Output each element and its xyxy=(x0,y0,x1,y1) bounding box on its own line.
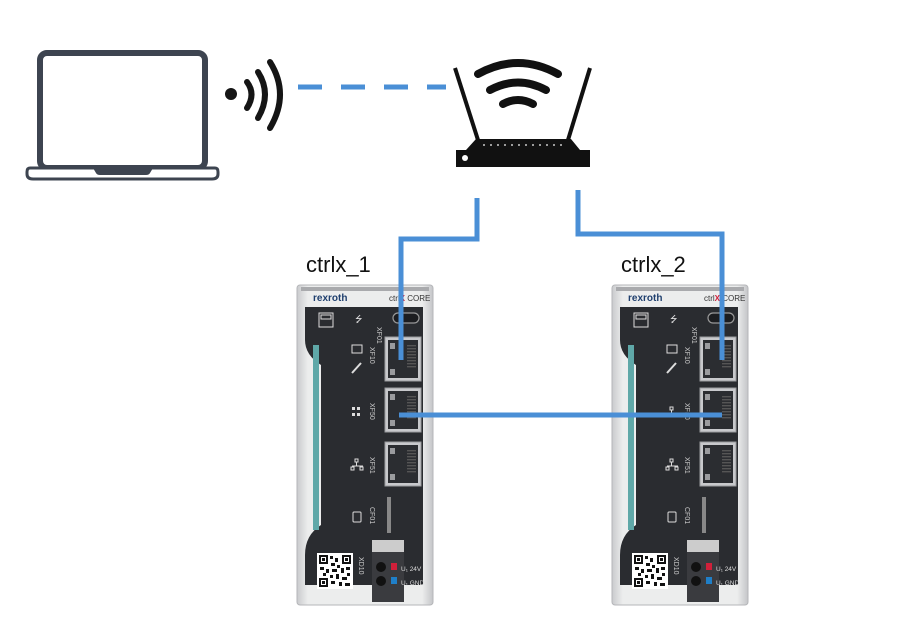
usb-icon: ⭍ xyxy=(355,314,363,324)
port-label-xf10: XF10 xyxy=(368,347,375,364)
brand-logo: rexroth xyxy=(628,293,662,304)
port-label-xf01: XF01 xyxy=(690,327,697,344)
ctrlx-device-1: rexroth ctrlX CORE ⭍ XF01 XF10 XF50 XF51… xyxy=(296,284,434,606)
usb-c-port xyxy=(392,312,420,324)
ethernet-port-xf10 xyxy=(699,336,737,382)
monitor-icon xyxy=(351,344,363,354)
network-icon xyxy=(350,458,364,471)
port-label-xf51: XF51 xyxy=(683,457,690,474)
power-connector xyxy=(372,540,404,602)
power-label-24v: U₁ 24V xyxy=(716,566,737,573)
sd-card-slot xyxy=(387,497,391,533)
port-label-xf10: XF10 xyxy=(683,347,690,364)
port-label-xd10: XD10 xyxy=(672,557,679,575)
power-label-gnd: U₁ GND xyxy=(401,580,424,587)
model-label: ctrlX CORE xyxy=(389,294,430,303)
port-label-xf01: XF01 xyxy=(375,327,382,344)
wireless-signal-icon xyxy=(225,59,283,131)
link-router-ctrlx2 xyxy=(575,190,725,360)
ethernet-port-xf51 xyxy=(384,441,422,487)
monitor-icon xyxy=(666,344,678,354)
sd-card-icon xyxy=(352,511,362,523)
network-icon xyxy=(665,458,679,471)
ethernet-port-xf50 xyxy=(699,387,737,433)
ctrlx-device-2: rexroth ctrlX CORE ⭍ XF01 XF10 XF50 XF51… xyxy=(611,284,749,606)
power-label-gnd: U₁ GND xyxy=(716,580,739,587)
dip-switch-icon xyxy=(318,312,334,328)
wrench-icon xyxy=(666,362,677,374)
power-connector xyxy=(687,540,719,602)
ethernet-port-xf51 xyxy=(699,441,737,487)
qr-code xyxy=(632,553,668,589)
model-label: ctrlX CORE xyxy=(704,294,745,303)
sd-card-slot xyxy=(702,497,706,533)
port-label-xf50: XF50 xyxy=(368,403,375,420)
laptop-icon xyxy=(25,50,220,181)
power-label-24v: U₁ 24V xyxy=(401,566,422,573)
port-label-cf01: CF01 xyxy=(683,507,690,524)
link-router-ctrlx1 xyxy=(398,198,480,360)
port-label-xd10: XD10 xyxy=(357,557,364,575)
ethernet-port-xf50 xyxy=(384,387,422,433)
port-label-xf51: XF51 xyxy=(368,457,375,474)
port-label-xf50: XF50 xyxy=(683,403,690,420)
dip-switch-icon xyxy=(633,312,649,328)
device-label-ctrlx2: ctrlx_2 xyxy=(621,252,686,277)
sd-card-icon xyxy=(667,511,677,523)
port-label-cf01: CF01 xyxy=(368,507,375,524)
brand-logo: rexroth xyxy=(313,293,347,304)
qr-code xyxy=(317,553,353,589)
network-topology-icon xyxy=(352,407,360,416)
device-label-ctrlx1: ctrlx_1 xyxy=(306,252,371,277)
wifi-router-icon xyxy=(453,59,592,167)
usb-icon: ⭍ xyxy=(670,314,678,324)
wrench-icon xyxy=(351,362,362,374)
